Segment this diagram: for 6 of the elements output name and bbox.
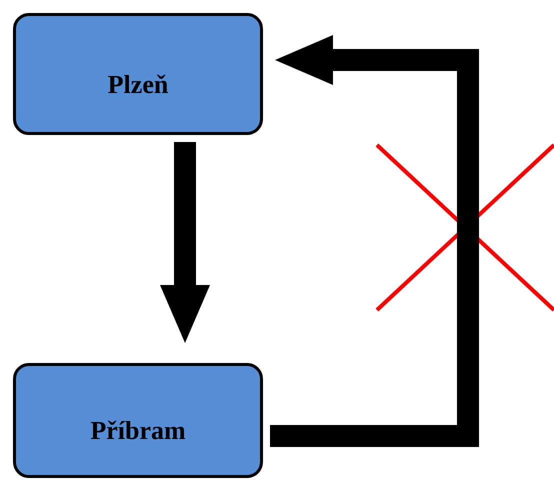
rounded-box (13, 363, 263, 478)
arrow (160, 142, 210, 343)
box-label: Příbram (90, 415, 186, 447)
box-label: Plzeň (108, 68, 168, 100)
arrow (270, 35, 479, 447)
rounded-box (13, 13, 263, 135)
